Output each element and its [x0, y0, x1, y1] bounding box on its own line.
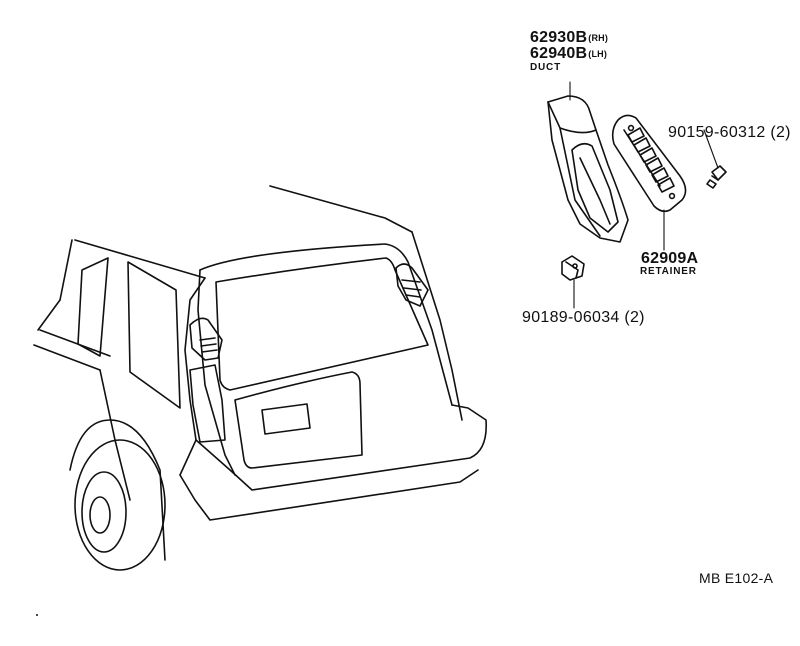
duct-lh-suffix: (LH) — [588, 49, 608, 59]
figure-code: MB E102-A — [699, 570, 774, 586]
duct-part — [547, 95, 629, 243]
leader-lines — [569, 81, 719, 309]
duct-rh-number: 62930B — [530, 29, 588, 46]
screw-part-number: 90159-60312 (2) — [668, 124, 791, 141]
retainer-name-label: RETAINER — [640, 266, 697, 277]
retainer-part — [611, 114, 687, 213]
clip-part-number: 90189-06034 (2) — [522, 309, 645, 326]
scan-speck — [36, 614, 38, 616]
screw-part — [706, 165, 727, 189]
duct-lh-number: 62940B — [530, 45, 588, 62]
duct-rh-label: 62930B(RH) — [530, 30, 608, 46]
retainer-part-number: 62909A — [641, 250, 699, 267]
clip-part — [561, 255, 585, 281]
duct-name-label: DUCT — [530, 62, 561, 73]
duct-lh-label: 62940B(LH) — [530, 46, 607, 62]
vehicle-rear-view — [33, 185, 487, 571]
duct-rh-suffix: (RH) — [588, 33, 609, 43]
